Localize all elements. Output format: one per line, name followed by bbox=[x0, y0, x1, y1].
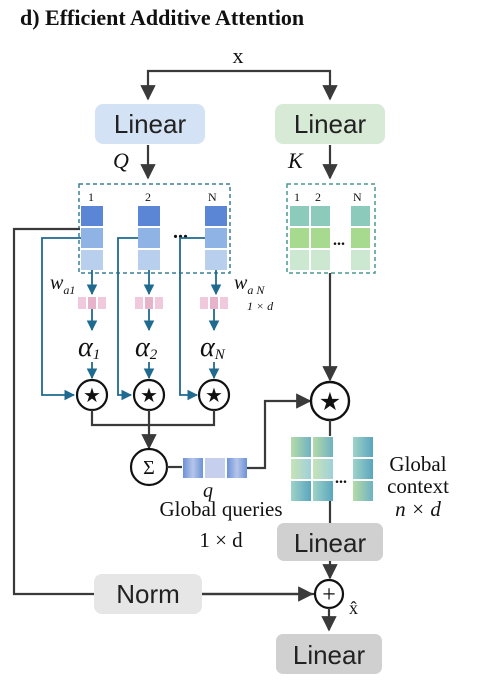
global-context-matrix bbox=[291, 437, 373, 501]
k-matrix-cells bbox=[290, 206, 370, 270]
global-context-label-1: Global bbox=[389, 452, 446, 476]
global-star-op: ★ bbox=[309, 380, 351, 422]
weight-vector-n bbox=[200, 297, 228, 309]
linear-q-box bbox=[95, 104, 205, 144]
svg-text:+: + bbox=[322, 582, 336, 608]
linear-out-label: Linear bbox=[294, 528, 367, 558]
weight-vector-1 bbox=[78, 297, 106, 309]
q-col-n-label: N bbox=[208, 190, 217, 204]
linear-k-node: Linear bbox=[275, 104, 385, 144]
w-aN-label: wa N bbox=[234, 272, 265, 297]
linear-final-label: Linear bbox=[293, 640, 366, 670]
k-col-1-label: 1 bbox=[294, 190, 300, 204]
q-col-2-label: 2 bbox=[145, 190, 151, 204]
context-ellipsis: ... bbox=[335, 470, 347, 487]
q-col-1-label: 1 bbox=[88, 190, 94, 204]
q-to-global-star-edge bbox=[247, 393, 312, 470]
q-column-2 bbox=[138, 206, 160, 270]
linear-k-label: Linear bbox=[294, 109, 367, 139]
stars-merge-edge bbox=[90, 410, 216, 427]
svg-text:Σ: Σ bbox=[143, 457, 155, 479]
svg-text:★: ★ bbox=[319, 389, 341, 416]
linear-final-node: Linear bbox=[276, 634, 382, 674]
q-column-n bbox=[205, 206, 227, 270]
col1-to-star1-side-edge bbox=[41, 237, 81, 401]
alpha-n-label: αN bbox=[200, 332, 226, 363]
global-query-vector bbox=[183, 458, 247, 478]
svg-text:★: ★ bbox=[83, 385, 101, 407]
star-op-n: ★ bbox=[197, 378, 231, 412]
norm-label: Norm bbox=[116, 579, 180, 609]
x-hat-label: x̂ bbox=[349, 598, 358, 618]
k-col-n-label: N bbox=[353, 190, 362, 204]
norm-node: Norm bbox=[94, 574, 202, 614]
input-split-edge bbox=[140, 69, 338, 101]
q-vector-label: q bbox=[203, 480, 213, 502]
w-a1-label: wa1 bbox=[50, 272, 75, 297]
global-queries-dim: 1 × d bbox=[199, 528, 243, 552]
input-x-label: x bbox=[233, 43, 244, 68]
star-op-1: ★ bbox=[75, 378, 109, 412]
linear-q-node: Linear bbox=[95, 104, 205, 144]
star-op-2: ★ bbox=[132, 378, 166, 412]
global-queries-label: Global queries bbox=[159, 497, 282, 521]
residual-add-op: + bbox=[313, 578, 345, 610]
global-context-label-2: context bbox=[387, 474, 449, 498]
weight-vector-2 bbox=[135, 297, 163, 309]
linear-q-label: Linear bbox=[114, 109, 187, 139]
k-ellipsis: ... bbox=[333, 232, 345, 249]
alpha-2-label: α2 bbox=[135, 332, 158, 363]
alpha-1-label: α1 bbox=[78, 332, 100, 363]
svg-text:★: ★ bbox=[205, 385, 223, 407]
linear-k-box bbox=[275, 104, 385, 144]
linear-final-box bbox=[276, 634, 382, 674]
sum-op: Σ bbox=[129, 447, 169, 487]
linear-out-node: Linear bbox=[277, 523, 383, 561]
q-column-1 bbox=[81, 206, 103, 270]
diagram-title: d) Efficient Additive Attention bbox=[20, 5, 304, 30]
linear-out-box bbox=[277, 523, 383, 561]
global-context-dim: n × d bbox=[395, 497, 441, 521]
q-label: Q bbox=[113, 148, 129, 173]
norm-box bbox=[94, 574, 202, 614]
k-label: K bbox=[287, 148, 304, 173]
w-aN-dim: 1 × d bbox=[247, 299, 274, 313]
k-col-2-label: 2 bbox=[315, 190, 321, 204]
colN-to-starN-side-edge bbox=[179, 237, 205, 401]
col2-to-star2-side-edge bbox=[117, 237, 138, 401]
svg-text:★: ★ bbox=[140, 385, 158, 407]
